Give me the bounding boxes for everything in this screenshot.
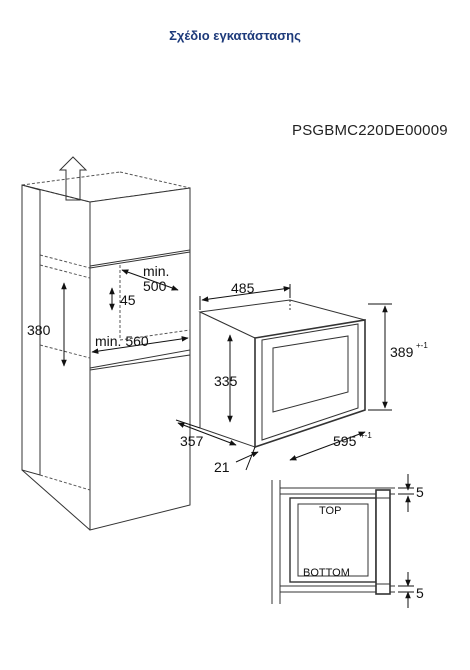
dim-357: 357	[180, 433, 204, 449]
section-dimensions	[398, 474, 414, 608]
dim-380: 380	[27, 322, 51, 338]
dim-389: 389	[390, 344, 414, 360]
dim-595: 595	[333, 433, 357, 449]
cabinet-drawing	[21, 156, 191, 531]
appliance-dimensions	[175, 284, 392, 471]
drawing-code: PSGBMC220DE00009	[292, 122, 448, 139]
cabinet-dimensions	[61, 269, 189, 367]
dim-top-gap: 5	[416, 484, 424, 500]
dim-min-500-value: 500	[143, 278, 167, 294]
dim-45: 45	[120, 292, 136, 308]
dim-595-tolerance: +-1	[360, 431, 372, 440]
dim-21: 21	[214, 459, 230, 475]
dim-min-560: min. 560	[95, 333, 149, 349]
dim-335: 335	[214, 373, 238, 389]
dim-389-tolerance: +-1	[416, 341, 428, 350]
section-bottom-label: BOTTOM	[303, 567, 350, 579]
section-top-label: TOP	[319, 505, 341, 517]
dim-485: 485	[231, 280, 255, 296]
section-view	[271, 480, 395, 604]
dim-bottom-gap: 5	[416, 585, 424, 601]
dim-min-500-label: min.	[143, 263, 169, 279]
page-title: Σχέδιο εγκατάστασης	[169, 28, 301, 43]
